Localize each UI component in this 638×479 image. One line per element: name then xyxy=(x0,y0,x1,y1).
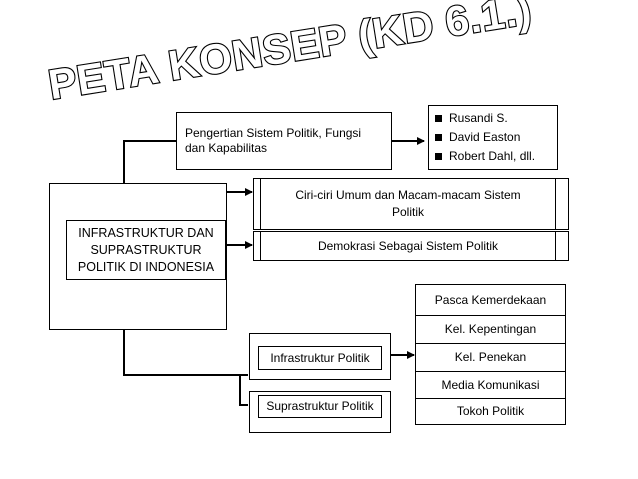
stack-item-media-komunikasi: Media Komunikasi xyxy=(416,371,565,398)
stack-item-kel-kepentingan: Kel. Kepentingan xyxy=(416,315,565,343)
connector-main-infra xyxy=(123,330,248,376)
ciri-ciri-box: Ciri-ciri Umum dan Macam-macam Sistem Po… xyxy=(260,179,556,229)
tokoh-list: Rusandi S. David Easton Robert Dahl, dll… xyxy=(433,109,553,166)
stack-item-label: Kel. Penekan xyxy=(454,350,527,364)
main-topic-line: SUPRASTRUKTUR xyxy=(90,242,202,257)
pengertian-box: Pengertian Sistem Politik, Fungsi dan Ka… xyxy=(176,112,392,170)
stack-item-label: Pasca Kemerdekaan xyxy=(434,292,547,307)
infrastruktur-frame: Infrastruktur Politik xyxy=(249,333,391,380)
infrastruktur-items-stack: Pasca Kemerdekaan Kel. Kepentingan Kel. … xyxy=(415,284,566,425)
main-topic-outer: INFRASTRUKTUR DAN SUPRASTRUKTUR POLITIK … xyxy=(49,183,227,330)
stack-item-label: Kel. Kepentingan xyxy=(444,322,537,336)
stack-item-tokoh-politik: Tokoh Politik xyxy=(416,398,565,424)
connector-main-supra xyxy=(239,375,248,406)
tokoh-list-box: Rusandi S. David Easton Robert Dahl, dll… xyxy=(428,105,558,170)
stack-item-pasca-kemerdekaan: Pasca Kemerdekaan xyxy=(416,285,565,315)
demokrasi-frame: Demokrasi Sebagai Sistem Politik xyxy=(253,231,569,261)
ciri-ciri-line: Politik xyxy=(391,205,424,219)
list-item: Robert Dahl, dll. xyxy=(433,147,553,166)
stack-item-kel-penekan: Kel. Penekan xyxy=(416,343,565,371)
stack-item-label: Media Komunikasi xyxy=(441,377,540,392)
ciri-ciri-line: Ciri-ciri Umum dan Macam-macam Sistem xyxy=(295,188,521,202)
list-item: Rusandi S. xyxy=(433,109,553,128)
connector-main-pengertian xyxy=(123,140,176,183)
pengertian-line: Pengertian Sistem Politik, Fungsi xyxy=(185,126,362,140)
suprastruktur-label: Suprastruktur Politik xyxy=(266,399,374,413)
infrastruktur-box: Infrastruktur Politik xyxy=(258,346,382,370)
list-item: David Easton xyxy=(433,128,553,147)
stack-item-label: Tokoh Politik xyxy=(456,404,525,418)
pengertian-line: dan Kapabilitas xyxy=(185,141,268,155)
infrastruktur-label: Infrastruktur Politik xyxy=(270,350,370,365)
demokrasi-label: Demokrasi Sebagai Sistem Politik xyxy=(317,238,499,253)
main-topic-line: INFRASTRUKTUR DAN xyxy=(78,225,214,240)
suprastruktur-box: Suprastruktur Politik xyxy=(258,395,382,418)
demokrasi-box: Demokrasi Sebagai Sistem Politik xyxy=(260,232,556,260)
ciri-ciri-frame: Ciri-ciri Umum dan Macam-macam Sistem Po… xyxy=(253,178,569,230)
suprastruktur-frame: Suprastruktur Politik xyxy=(249,391,391,433)
main-topic-box: INFRASTRUKTUR DAN SUPRASTRUKTUR POLITIK … xyxy=(66,220,226,280)
main-topic-line: POLITIK DI INDONESIA xyxy=(77,259,215,274)
